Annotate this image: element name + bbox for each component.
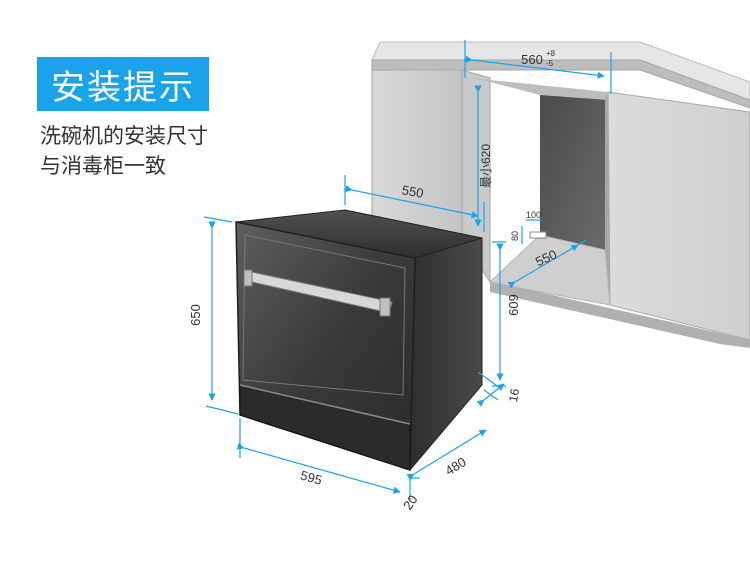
- cabinet: [371, 41, 750, 348]
- subtitle-line-2: 与消毒柜一致: [40, 154, 166, 178]
- dim-opening-80: 80: [510, 231, 520, 241]
- dishwasher: [235, 209, 483, 472]
- dim-tolerance-minus: -5: [546, 59, 554, 68]
- dimension-lines: [203, 40, 612, 500]
- subtitle-line-1: 洗碗机的安装尺寸: [40, 124, 208, 148]
- dim-depth-480: 480: [442, 454, 468, 478]
- dim-cavity-width-560: 560: [521, 52, 543, 67]
- dim-top-depth-550: 550: [401, 182, 425, 201]
- dim-width-595: 595: [299, 467, 324, 487]
- dim-offset-20: 20: [400, 492, 421, 512]
- install-tips-badge: 安装提示: [37, 57, 209, 111]
- badge-text: 安装提示: [51, 67, 195, 108]
- dim-cavity-height-609: 609: [506, 294, 521, 316]
- dim-height-650: 650: [188, 304, 203, 326]
- door-handle: [243, 269, 393, 317]
- dim-gap-16: 16: [506, 387, 522, 403]
- dim-opening-100: 100: [526, 210, 541, 220]
- dim-tolerance-plus: +8: [546, 49, 556, 58]
- dim-min-depth-620: 最小620: [479, 144, 493, 188]
